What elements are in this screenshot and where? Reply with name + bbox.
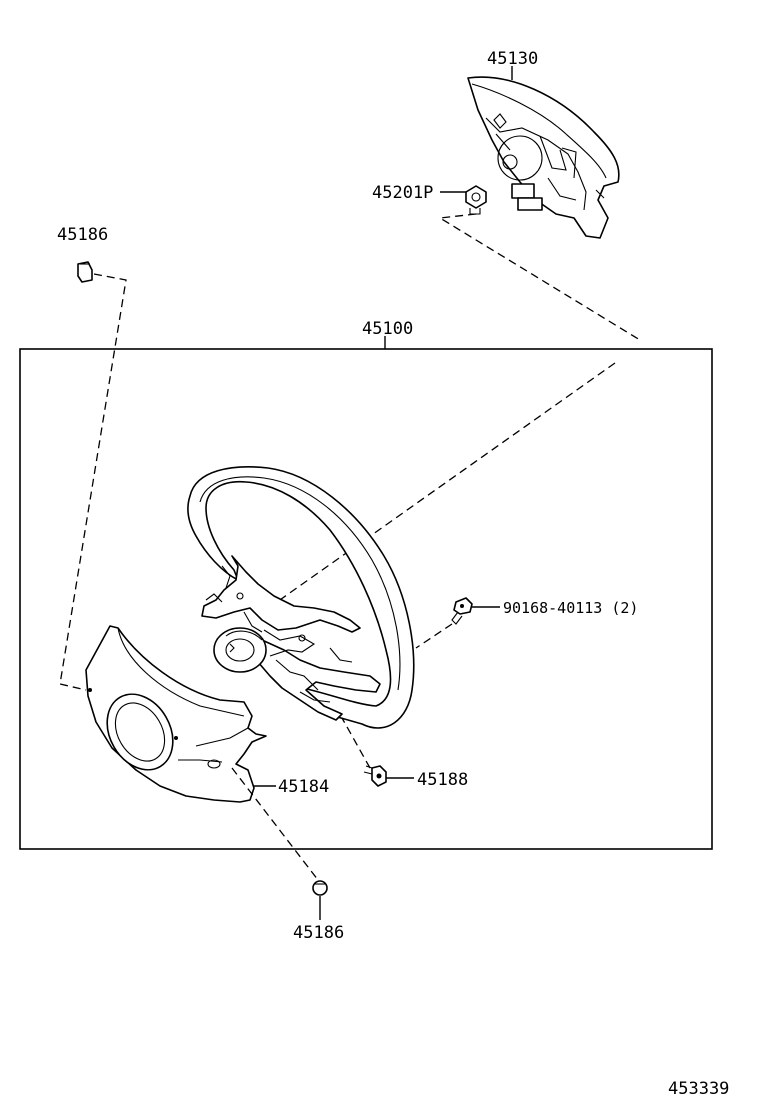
label-45188: 45188 xyxy=(417,770,468,790)
screw xyxy=(363,765,387,787)
dashed-line-nut xyxy=(438,213,641,341)
dashed-line-cover-cap xyxy=(231,767,319,881)
bolt xyxy=(451,597,473,625)
assembly-frame xyxy=(19,348,713,850)
label-45100: 45100 xyxy=(362,319,413,339)
label-45184: 45184 xyxy=(278,777,329,797)
lower-cover xyxy=(85,625,267,803)
label-45201P: 45201P xyxy=(372,183,433,203)
dashed-line-bolt xyxy=(415,623,453,649)
label-bolt: 90168-40113 (2) xyxy=(503,599,638,617)
steering-wheel xyxy=(187,466,415,729)
airbag-pad xyxy=(467,76,620,239)
dashed-line-screw xyxy=(341,717,371,769)
label-45186-bottom: 45186 xyxy=(293,923,344,943)
nut xyxy=(465,185,487,215)
label-45130: 45130 xyxy=(487,49,538,69)
dashed-line-cap-top xyxy=(59,273,127,691)
figure-number: 453339 xyxy=(668,1079,729,1099)
dashed-line-center xyxy=(259,362,616,615)
label-45186-top: 45186 xyxy=(57,225,108,245)
cap-top xyxy=(77,261,93,283)
cap-bottom xyxy=(312,880,328,896)
